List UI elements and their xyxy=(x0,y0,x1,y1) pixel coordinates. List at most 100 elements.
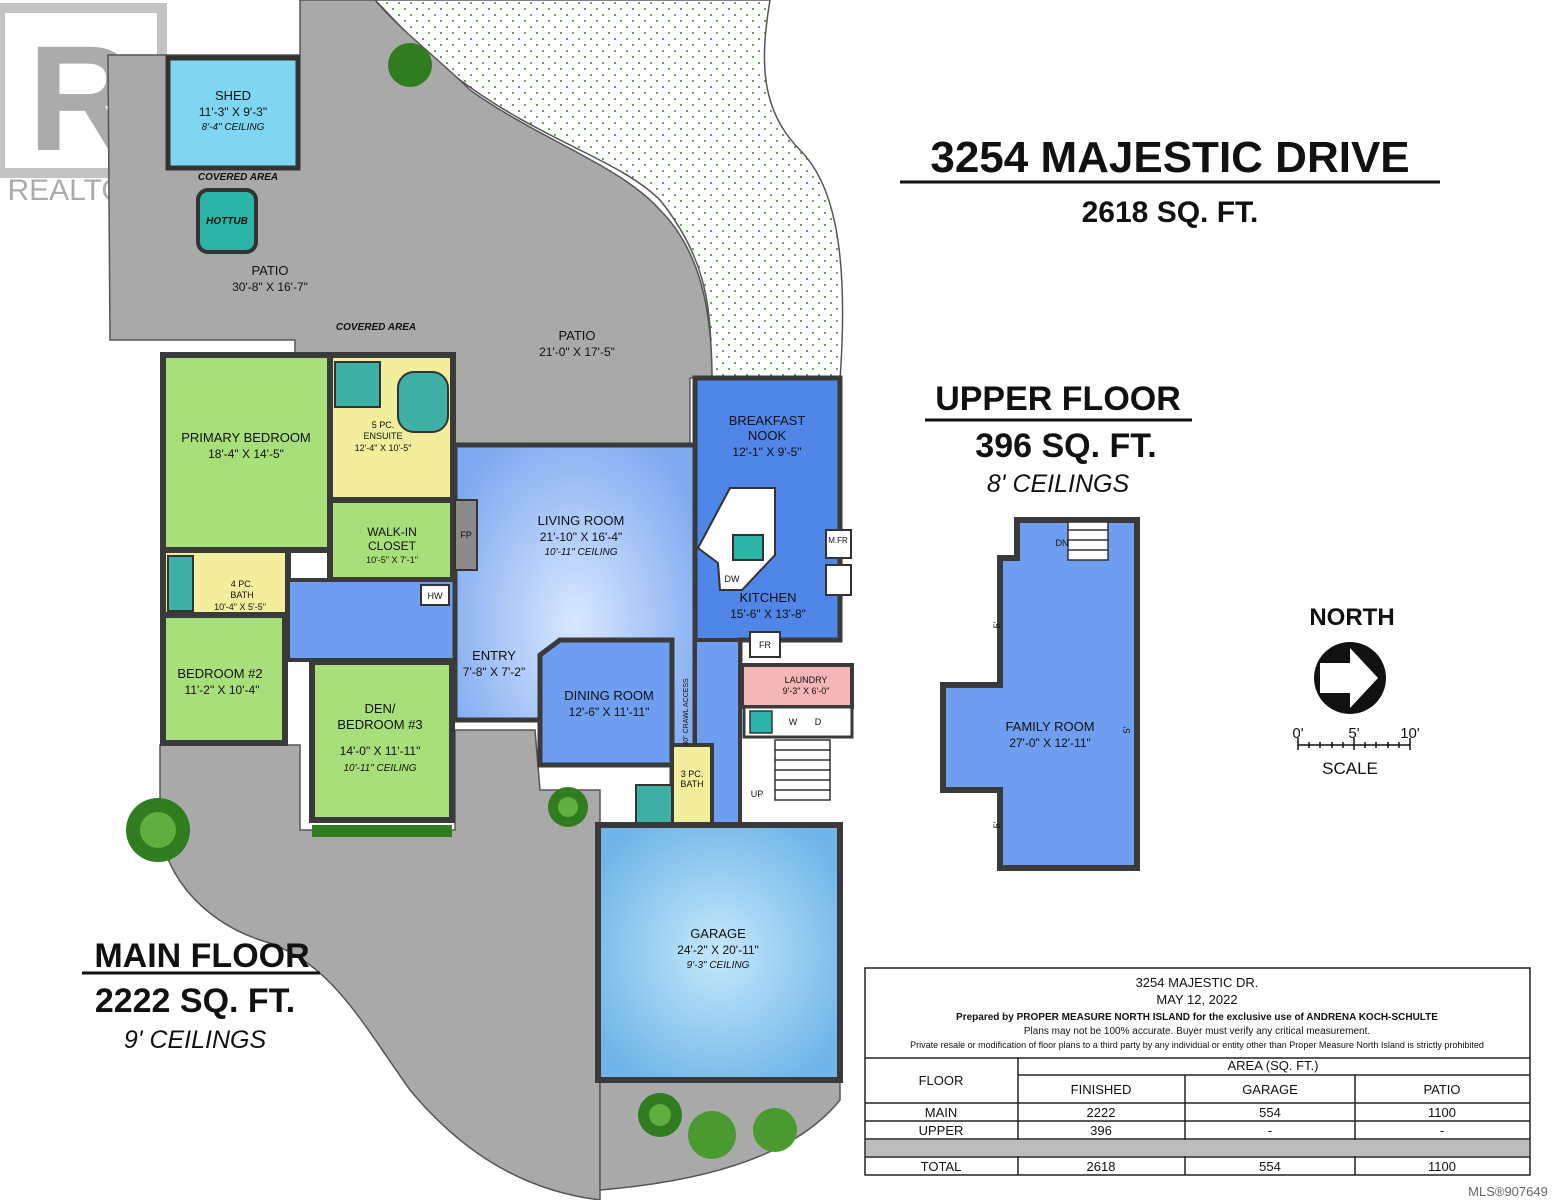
scale-tick-0: 0' xyxy=(1292,725,1303,742)
title-address: 3254 MAJESTIC DRIVE xyxy=(930,133,1409,182)
info-row-upper-finished: 396 xyxy=(1090,1123,1112,1138)
slope-mark-3: 5' xyxy=(992,821,1002,828)
family-room-dim: 27'-0" X 12'-11" xyxy=(1009,736,1091,750)
info-total-floor: TOTAL xyxy=(921,1159,962,1174)
hottub-label: HOTTUB xyxy=(206,216,248,227)
info-disclaimer2: Private resale or modification of floor … xyxy=(910,1040,1484,1050)
entry-name: ENTRY xyxy=(472,648,516,663)
range xyxy=(825,564,852,596)
ensuite-name1: 5 PC. xyxy=(372,420,395,430)
nook-name1: BREAKFAST xyxy=(729,413,806,428)
scale-tick-5: 5' xyxy=(1348,725,1359,742)
info-date: MAY 12, 2022 xyxy=(1156,992,1237,1007)
patio-left-dim: 30'-8" X 16'-7" xyxy=(232,280,308,294)
hottub-shape xyxy=(196,188,258,254)
info-row-upper-garage: - xyxy=(1268,1123,1272,1138)
patio-left-name: PATIO xyxy=(251,263,288,278)
fireplace xyxy=(454,499,478,571)
info-row-upper-floor: UPPER xyxy=(919,1123,964,1138)
shed-name: SHED xyxy=(215,88,251,103)
nook-dim: 12'-1" X 9'-5" xyxy=(732,445,801,459)
slope-mark-2: 5' xyxy=(1122,726,1132,733)
laundry-room xyxy=(740,663,854,709)
bath4-name1: 4 PC. xyxy=(231,579,254,589)
dining-room xyxy=(537,637,675,768)
dining-name: DINING ROOM xyxy=(564,688,654,703)
main-floor-title: MAIN FLOOR xyxy=(94,937,309,975)
crawl-access: 30" CRAWL ACCESS xyxy=(683,678,690,746)
lower-patio-area xyxy=(159,729,601,1200)
ensuite-name2: ENSUITE xyxy=(363,431,402,441)
bedroom2-room xyxy=(160,612,288,746)
laundry-dim: 9'-3" X 6'-0" xyxy=(783,686,830,696)
den-name2: BEDROOM #3 xyxy=(337,717,422,732)
family-room xyxy=(940,517,1140,871)
covered-area-top: COVERED AREA xyxy=(198,172,278,183)
info-area-header: AREA (SQ. FT.) xyxy=(1227,1058,1318,1073)
main-floor-area: 2222 SQ. FT. xyxy=(95,982,295,1020)
ensuite-dim: 12'-4" X 10'-5" xyxy=(355,443,412,453)
fr-label: FR xyxy=(759,640,771,650)
walkin-name2: CLOSET xyxy=(368,539,417,553)
patio-right-name: PATIO xyxy=(558,328,595,343)
entry-dim: 7'-8" X 7'-2" xyxy=(463,665,525,679)
covered-area-label: COVERED AREA xyxy=(336,322,416,333)
shrub-garage-3 xyxy=(753,1108,797,1152)
kitchen-dim: 15'-6" X 13'-8" xyxy=(730,607,806,621)
garage-name: GARAGE xyxy=(690,926,746,941)
dining-dim: 12'-6" X 11'-11" xyxy=(569,705,650,719)
fridge xyxy=(749,631,781,658)
tub-fixture xyxy=(397,371,449,433)
shed-dim: 11'-3" X 9'-3" xyxy=(199,105,267,119)
shed-ceiling: 8'-4" CEILING xyxy=(202,122,265,133)
info-total-finished: 2618 xyxy=(1087,1159,1116,1174)
walkin-name1: WALK-IN xyxy=(367,525,417,539)
scale-tick-10: 10' xyxy=(1400,725,1420,742)
bedroom2-name: BEDROOM #2 xyxy=(177,666,262,681)
primary-bedroom-dim: 18'-4" X 14'-5" xyxy=(208,447,284,461)
garage-room xyxy=(595,822,843,1083)
den-room xyxy=(309,659,455,823)
slope-mark-1: 5' xyxy=(992,621,1002,628)
bath3-name2: BATH xyxy=(680,779,703,789)
dw-label: DW xyxy=(725,574,740,584)
shrub-left xyxy=(126,798,190,862)
bath3-name1: 3 PC. xyxy=(681,769,704,779)
bath4-dim: 10'-4" X 5'-5" xyxy=(214,602,266,612)
stairs xyxy=(774,739,831,801)
info-row-main-patio: 1100 xyxy=(1428,1105,1456,1120)
family-room-name: FAMILY ROOM xyxy=(1005,719,1094,734)
info-row-main-finished: 2222 xyxy=(1087,1105,1116,1120)
upper-stairs xyxy=(1067,521,1109,561)
living-name: LIVING ROOM xyxy=(538,513,625,528)
bathtub-fixture xyxy=(167,555,194,612)
info-disclaimer1: Plans may not be 100% accurate. Buyer mu… xyxy=(1024,1026,1370,1037)
hot-water-tank xyxy=(420,584,450,606)
mini-fridge xyxy=(825,529,852,559)
info-col-patio: PATIO xyxy=(1423,1082,1460,1097)
main-floor-ceilings: 9' CEILINGS xyxy=(124,1026,267,1054)
patio-right-dim: 21'-0" X 17'-5" xyxy=(539,345,615,359)
scale-label: SCALE xyxy=(1322,759,1378,778)
info-row-main-garage: 554 xyxy=(1259,1105,1281,1120)
shrub-garage-2 xyxy=(688,1111,736,1159)
garage-ceiling: 9'-3" CEILING xyxy=(687,960,750,971)
primary-bedroom-room xyxy=(160,352,333,553)
bath3-shower xyxy=(635,784,673,826)
shrub-garage-1 xyxy=(638,1093,682,1137)
compass-label: NORTH xyxy=(1309,604,1394,631)
north-arrow xyxy=(1314,642,1386,714)
laundry-sink xyxy=(749,710,773,734)
info-col-floor: FLOOR xyxy=(919,1073,964,1088)
bedroom2-dim: 11'-2" X 10'-4" xyxy=(185,683,260,697)
title-total-area: 2618 SQ. FT. xyxy=(1082,196,1259,229)
info-row-upper-patio: - xyxy=(1440,1123,1444,1138)
den-dim: 14'-0" X 11'-11" xyxy=(340,744,421,758)
bath4-name2: BATH xyxy=(230,590,253,600)
shrub-dining xyxy=(548,787,588,827)
info-col-garage: GARAGE xyxy=(1242,1082,1298,1097)
scale-bar xyxy=(1297,738,1411,750)
kitchen-name: KITCHEN xyxy=(739,590,796,605)
fireplace-label: FP xyxy=(460,530,472,540)
